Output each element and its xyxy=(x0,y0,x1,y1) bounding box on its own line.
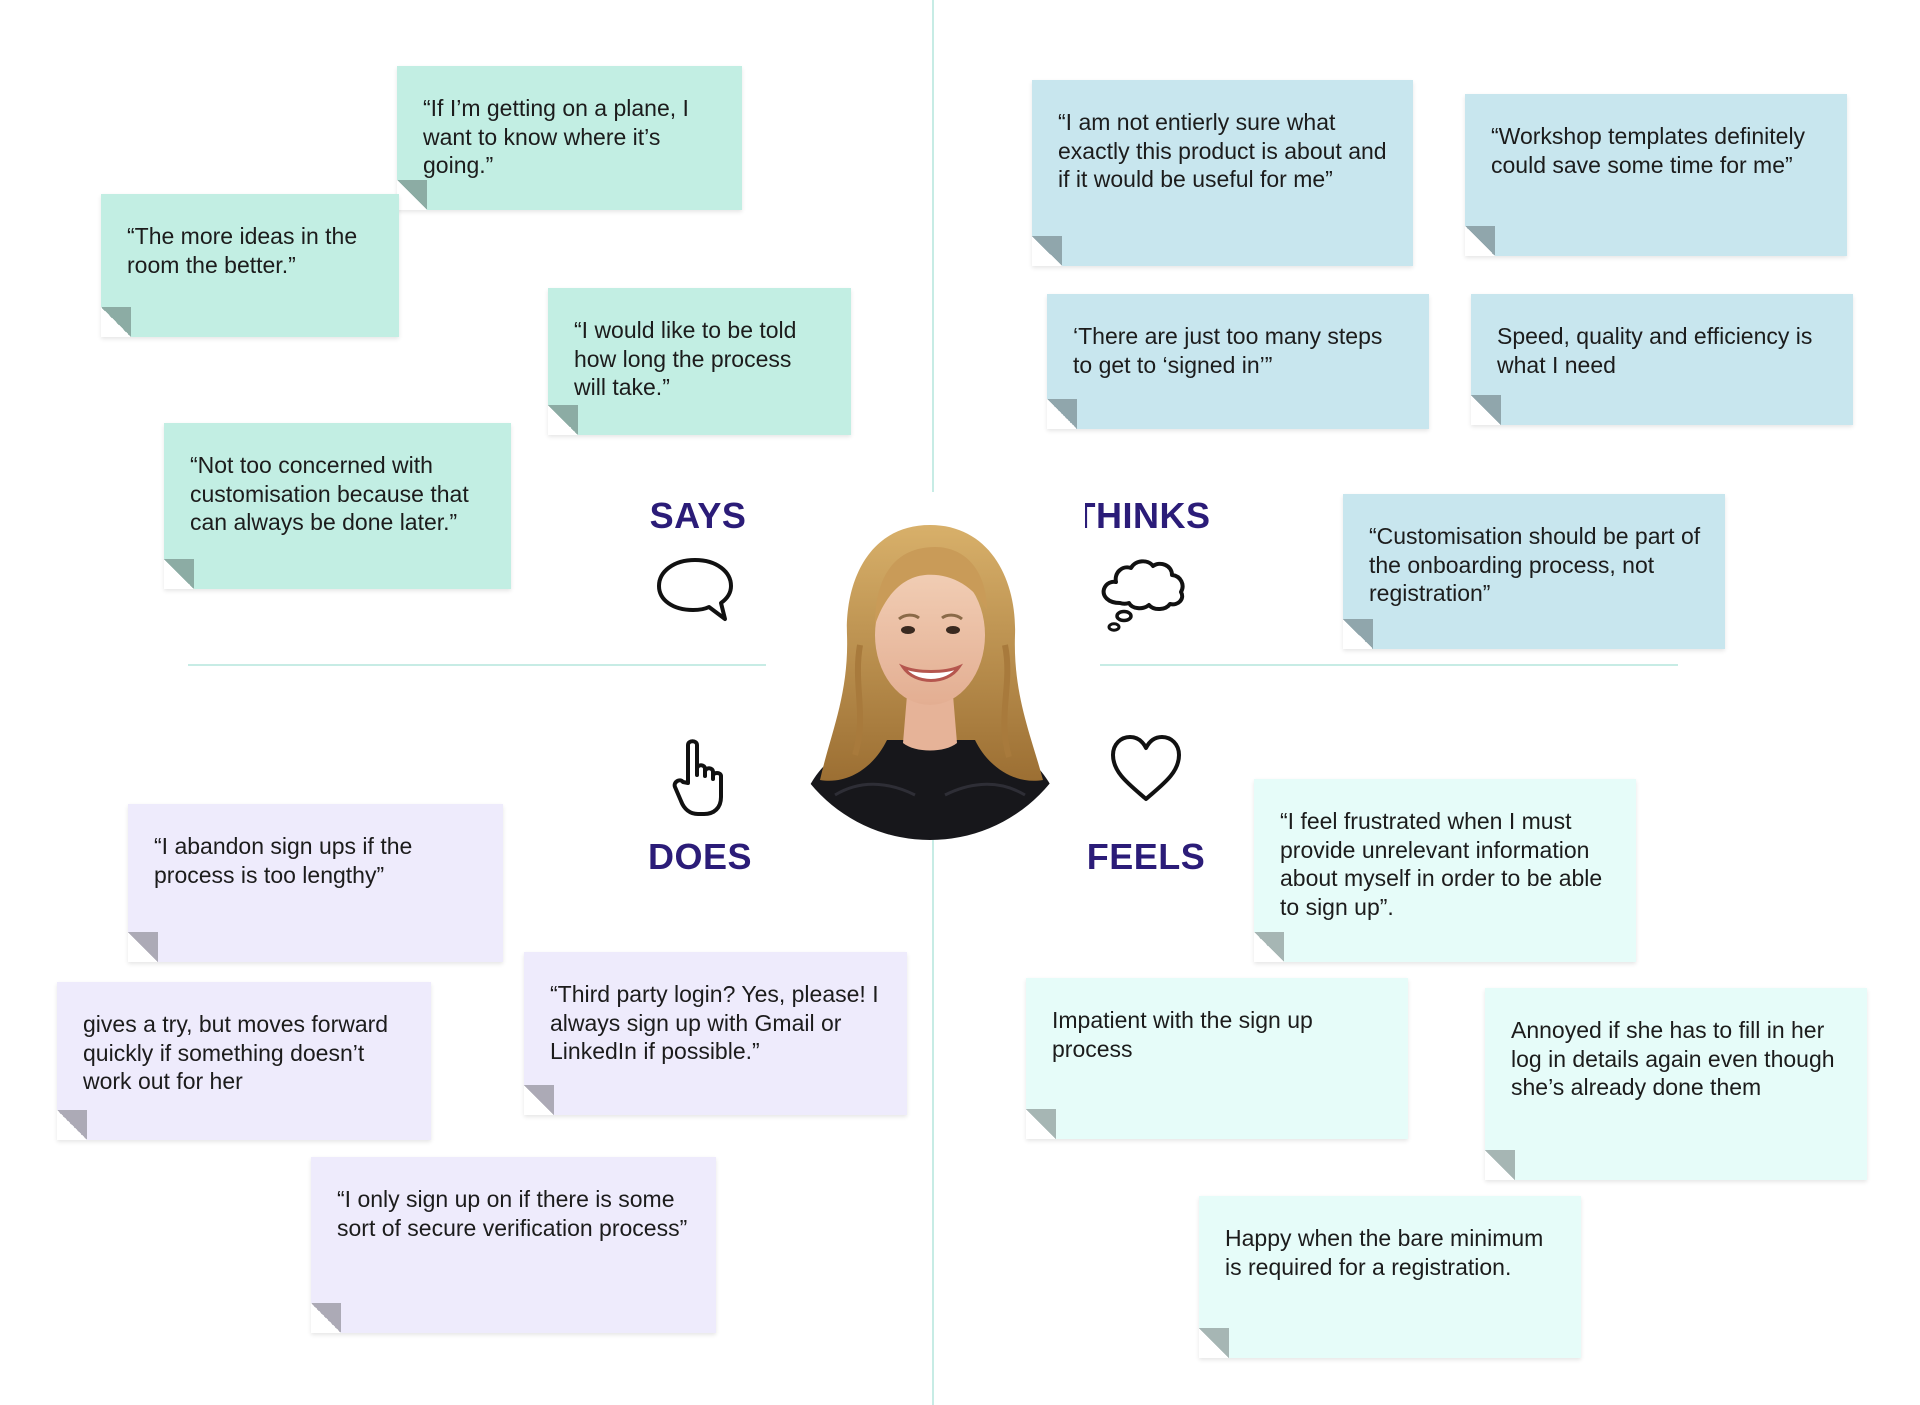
says-note: “Not too concerned with customisation be… xyxy=(164,423,511,589)
thinks-note: “Workshop templates definitely could sav… xyxy=(1465,94,1847,256)
says-note: “If I’m getting on a plane, I want to kn… xyxy=(397,66,742,210)
heart-icon xyxy=(1111,735,1181,801)
does-note: “I abandon sign ups if the process is to… xyxy=(128,804,503,962)
feels-note: Annoyed if she has to fill in her log in… xyxy=(1485,988,1867,1180)
vertical-divider-bottom xyxy=(932,838,934,1405)
feels-note: “I feel frustrated when I must provide u… xyxy=(1254,779,1636,962)
thinks-note: “Customisation should be part of the onb… xyxy=(1343,494,1725,649)
does-note: “Third party login? Yes, please! I alway… xyxy=(524,952,907,1115)
speech-bubble-icon xyxy=(657,558,733,621)
feels-note: Impatient with the sign up process xyxy=(1026,978,1408,1139)
persona-avatar xyxy=(775,495,1085,840)
pointing-hand-icon xyxy=(672,739,723,816)
thinks-note: ‘There are just too many steps to get to… xyxy=(1047,294,1429,429)
horizontal-divider-right xyxy=(1100,664,1678,666)
vertical-divider-top xyxy=(932,0,934,492)
feels-heading: FEELS xyxy=(1086,836,1206,877)
does-note: “I only sign up on if there is some sort… xyxy=(311,1157,716,1333)
says-heading: SAYS xyxy=(649,495,747,536)
does-heading: DOES xyxy=(647,836,753,877)
thought-bubble-icon xyxy=(1101,559,1185,632)
says-note: “I would like to be told how long the pr… xyxy=(548,288,851,435)
says-note: “The more ideas in the room the better.” xyxy=(101,194,399,337)
does-note: gives a try, but moves forward quickly i… xyxy=(57,982,431,1140)
thinks-note: “I am not entierly sure what exactly thi… xyxy=(1032,80,1413,266)
feels-note: Happy when the bare minimum is required … xyxy=(1199,1196,1581,1358)
thinks-heading: THINKS xyxy=(1073,495,1211,536)
horizontal-divider-left xyxy=(188,664,766,666)
thinks-note: Speed, quality and efficiency is what I … xyxy=(1471,294,1853,425)
